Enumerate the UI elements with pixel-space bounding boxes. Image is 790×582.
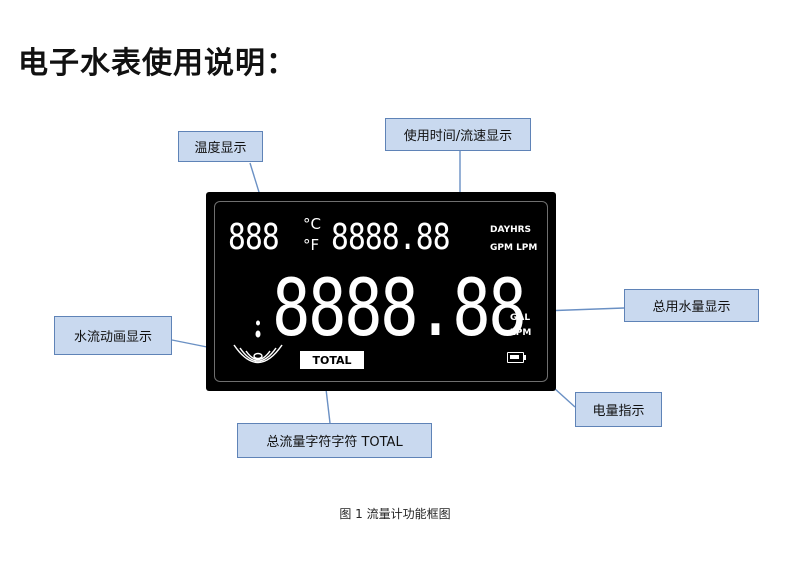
callout-total-char: 总流量字符字符 TOTAL — [237, 423, 432, 458]
lcd-unit-gpmlpm: GPM LPM — [490, 243, 538, 253]
lcd-unit-dayhrs: DAYHRS — [490, 225, 532, 235]
page-title: 电子水表使用说明： — [18, 46, 297, 81]
callout-temperature: 温度显示 — [178, 131, 263, 162]
lcd-inner-frame — [214, 201, 548, 382]
figure-caption: 图 1 流量计功能框图 — [339, 507, 451, 521]
battery-tip — [524, 355, 526, 360]
lcd-unit-gal: GAL — [510, 313, 531, 323]
callout-total-water: 总用水量显示 — [624, 289, 759, 322]
battery-icon — [507, 352, 524, 363]
lcd-celsius-unit: °C — [303, 215, 321, 233]
callout-time-flow: 使用时间/流速显示 — [385, 118, 531, 151]
water-flow-icon — [233, 320, 283, 364]
lcd-main-digits: 8888.88 — [272, 264, 527, 354]
callout-flow-animation: 水流动画显示 — [54, 316, 172, 355]
lcd-time-digits: 8888.88 — [331, 217, 450, 258]
lcd-total-label: TOTAL — [300, 351, 364, 369]
callout-battery: 电量指示 — [575, 392, 662, 427]
lcd-unit-lpm: LPM — [510, 328, 532, 338]
lcd-temperature-digits: 888 — [228, 217, 280, 258]
lcd-fahrenheit-unit: °F — [303, 236, 320, 254]
